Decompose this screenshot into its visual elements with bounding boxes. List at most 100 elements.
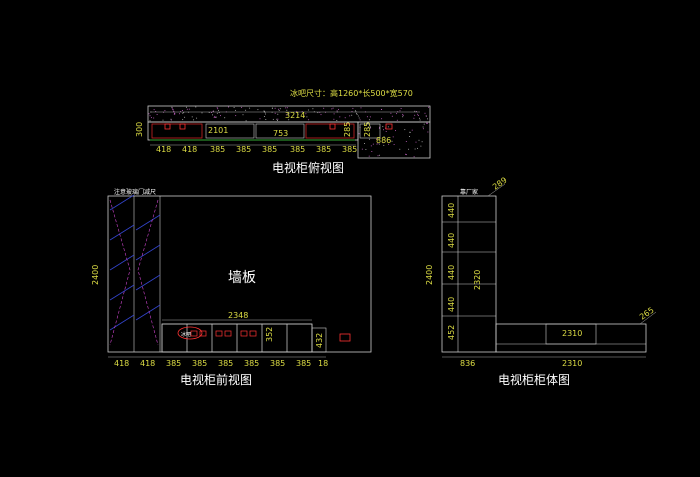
speckle — [422, 128, 424, 130]
speckle — [287, 112, 289, 114]
speckle — [191, 116, 193, 118]
body-side-depth: 265 — [638, 306, 656, 322]
speckle — [396, 119, 398, 121]
hatch-line — [135, 244, 161, 261]
front-view-title: 电视柜前视图 — [180, 372, 252, 387]
speckle — [150, 117, 152, 119]
speckle — [375, 138, 377, 140]
speckle — [213, 116, 215, 118]
body-top-depth-leader — [487, 183, 506, 197]
speckle — [276, 118, 278, 120]
speckle — [423, 123, 425, 125]
speckle — [181, 110, 183, 111]
top-bottom-dim: 385 — [236, 145, 251, 154]
body-shelf-dim: 440 — [447, 265, 456, 280]
speckle — [272, 118, 274, 120]
speckle — [419, 119, 421, 121]
speckle — [182, 112, 184, 114]
hatch-line — [135, 214, 161, 231]
front-bottom-dim: 385 — [218, 359, 233, 368]
speckle — [396, 113, 398, 115]
speckle — [333, 113, 335, 115]
speckle — [245, 109, 247, 111]
speckle — [271, 107, 273, 109]
top-bottom-dim: 385 — [342, 145, 357, 154]
speckle — [367, 126, 369, 128]
speckle — [408, 148, 410, 150]
top-bottom-dim: 385 — [316, 145, 331, 154]
cell-marker — [190, 330, 198, 337]
speckle — [405, 153, 406, 155]
speckle — [296, 110, 298, 112]
speckle — [424, 112, 426, 114]
speckle — [188, 108, 190, 110]
top-depth-right: 285 — [363, 122, 372, 137]
speckle — [365, 149, 367, 150]
top-cab-3 — [255, 123, 305, 139]
speckle — [344, 117, 346, 119]
body-tall-unit — [441, 195, 497, 353]
speckle — [162, 119, 164, 121]
speckle — [370, 145, 372, 147]
body-note: 靠厂家 — [460, 188, 478, 196]
speckle — [285, 107, 287, 109]
cabinet-cell — [286, 323, 313, 353]
speckle — [393, 144, 395, 145]
speckle — [383, 129, 384, 131]
top-depth-mid: 285 — [343, 122, 352, 137]
speckle — [264, 113, 266, 115]
speckle — [306, 116, 308, 118]
door-swing-left — [109, 199, 131, 346]
top-inner-a: 2101 — [208, 126, 228, 135]
speckle — [395, 130, 396, 132]
speckle — [323, 107, 325, 109]
top-cab-2 — [205, 123, 255, 139]
speckle — [369, 116, 371, 118]
speckle — [369, 127, 371, 128]
cell-marker — [249, 330, 257, 337]
speckle — [179, 113, 180, 115]
top-total-dim: 3214 — [285, 111, 305, 120]
speckle — [278, 108, 280, 110]
speckle — [333, 118, 335, 120]
speckle — [402, 116, 404, 118]
speckle — [156, 114, 158, 115]
front-bottom-dim: 385 — [166, 359, 181, 368]
speckle — [164, 110, 166, 112]
speckle — [364, 143, 365, 144]
hatch-line — [109, 284, 135, 301]
speckle — [212, 114, 213, 116]
speckle — [428, 106, 430, 108]
speckle — [405, 141, 407, 142]
speckle — [357, 115, 359, 117]
speckle — [201, 112, 203, 114]
speckle — [224, 117, 226, 119]
speckle — [368, 155, 370, 157]
cell-marker — [240, 330, 248, 337]
speckle — [245, 120, 247, 122]
speckle — [235, 109, 236, 111]
speckle — [402, 114, 404, 116]
speckle — [317, 112, 319, 114]
top-cab-5 — [359, 123, 381, 139]
cabinet-cell — [211, 323, 238, 353]
speckle — [426, 122, 428, 124]
speckle — [414, 110, 416, 112]
speckle — [409, 136, 410, 137]
top-counter-front — [147, 121, 359, 141]
speckle — [378, 127, 380, 129]
speckle — [351, 114, 353, 116]
speckle — [216, 107, 218, 109]
speckle — [356, 112, 358, 114]
speckle — [320, 114, 322, 116]
hatch-line — [109, 314, 135, 331]
speckle — [148, 113, 150, 115]
top-inner-b: 753 — [273, 129, 288, 138]
speckle — [361, 148, 363, 150]
speckle — [381, 109, 382, 110]
speckle — [218, 109, 219, 111]
speckle — [382, 142, 384, 144]
